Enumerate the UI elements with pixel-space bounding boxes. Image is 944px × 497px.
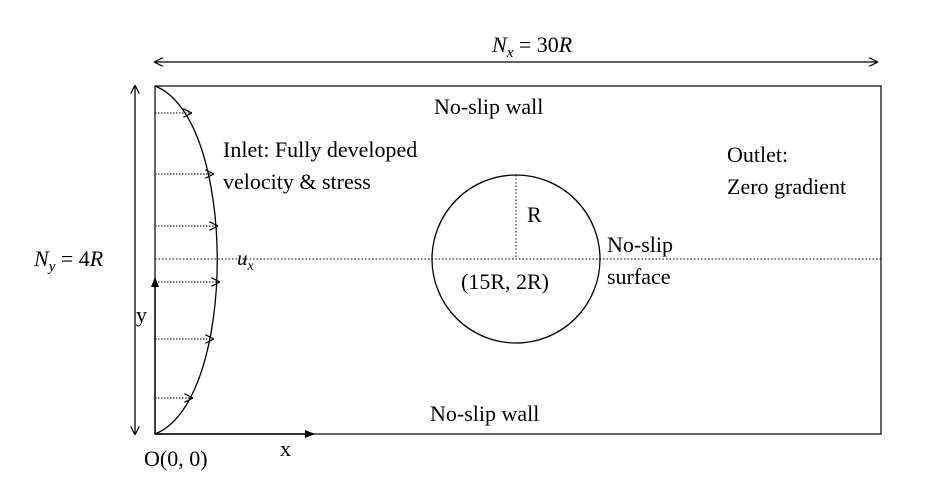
- inlet-velocity-arrows: [155, 113, 219, 398]
- velocity-label: ux: [237, 246, 255, 274]
- outlet-label-line2: Zero gradient: [727, 174, 846, 199]
- cylinder-surface-label-line2: surface: [607, 264, 671, 289]
- inlet-label-line1: Inlet: Fully developed: [223, 137, 417, 162]
- y-axis-label: y: [136, 302, 147, 327]
- cylinder-surface-label-line1: No-slip: [607, 232, 673, 257]
- x-axis-label: x: [280, 436, 291, 461]
- cylinder-center-label: (15R, 2R): [461, 269, 549, 294]
- bottom-wall-label: No-slip wall: [430, 401, 539, 426]
- inlet-label-line2: velocity & stress: [223, 169, 371, 194]
- domain-height-label: Ny = 4R: [33, 246, 104, 275]
- cylinder-radius-label: R: [527, 202, 542, 227]
- origin-label: O(0, 0): [144, 446, 208, 471]
- domain-width-label: Nx = 30R: [491, 32, 573, 61]
- top-wall-label: No-slip wall: [434, 94, 543, 119]
- outlet-label-line1: Outlet:: [727, 142, 788, 167]
- inlet-velocity-profile: [154, 85, 218, 435]
- channel-domain: [154, 85, 882, 435]
